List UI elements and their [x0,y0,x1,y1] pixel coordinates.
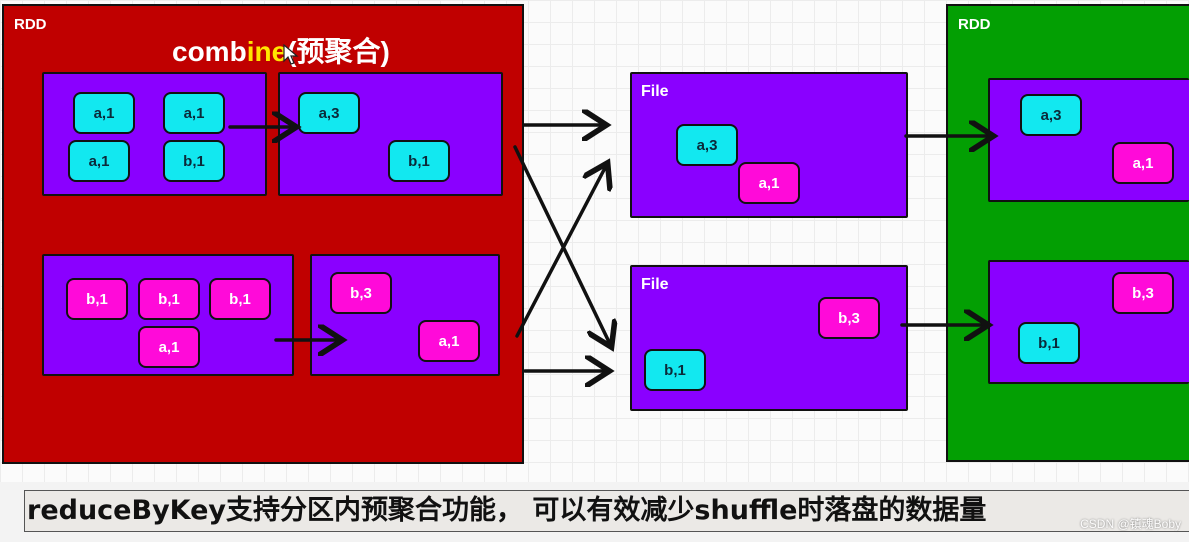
file-label: File [641,276,669,293]
left-rdd-label: RDD [14,16,47,33]
chip: a,3 [1020,94,1082,136]
shuffle-file-b: File b,3 b,1 [630,265,908,411]
combine-title: combine(预聚合) [172,30,390,70]
chip: a,1 [1112,142,1174,184]
chip: a,1 [738,162,800,204]
combine-title-part1: comb [172,36,247,67]
subtitle-caption: reduceByKey支持分区内预聚合功能， 可以有效减少shuffle时落盘的… [24,490,1189,532]
shuffle-arrow-a-to-bottom [513,145,610,344]
chip: a,1 [138,326,200,368]
shuffle-arrow-b-to-top [515,166,606,338]
chip: b,1 [388,140,450,182]
result-partition-a: a,3 a,1 [988,78,1189,202]
chip: a,1 [68,140,130,182]
mouse-cursor-icon [283,44,299,65]
chip: b,1 [1018,322,1080,364]
result-partition-b: b,3 b,1 [988,260,1189,384]
right-rdd-label: RDD [958,16,991,33]
chip: a,3 [676,124,738,166]
partition-a-before: a,1 a,1 a,1 b,1 [42,72,267,196]
shuffle-file-a: File a,3 a,1 [630,72,908,218]
chip: b,1 [66,278,128,320]
chip: b,1 [644,349,706,391]
watermark: CSDN @镇魂Boby [1080,517,1181,531]
file-label: File [641,83,669,100]
chip: b,3 [1112,272,1174,314]
chip: b,1 [209,278,271,320]
partition-b-before: b,1 b,1 b,1 a,1 [42,254,294,376]
chip: b,3 [330,272,392,314]
partition-a-after: a,3 b,1 [278,72,503,196]
chip: a,1 [163,92,225,134]
chip: a,1 [73,92,135,134]
combine-title-part2: ine [246,36,288,67]
chip: b,1 [138,278,200,320]
chip: b,3 [818,297,880,339]
combine-title-part3: (预聚合) [287,36,390,67]
chip: a,1 [418,320,480,362]
chip: b,1 [163,140,225,182]
